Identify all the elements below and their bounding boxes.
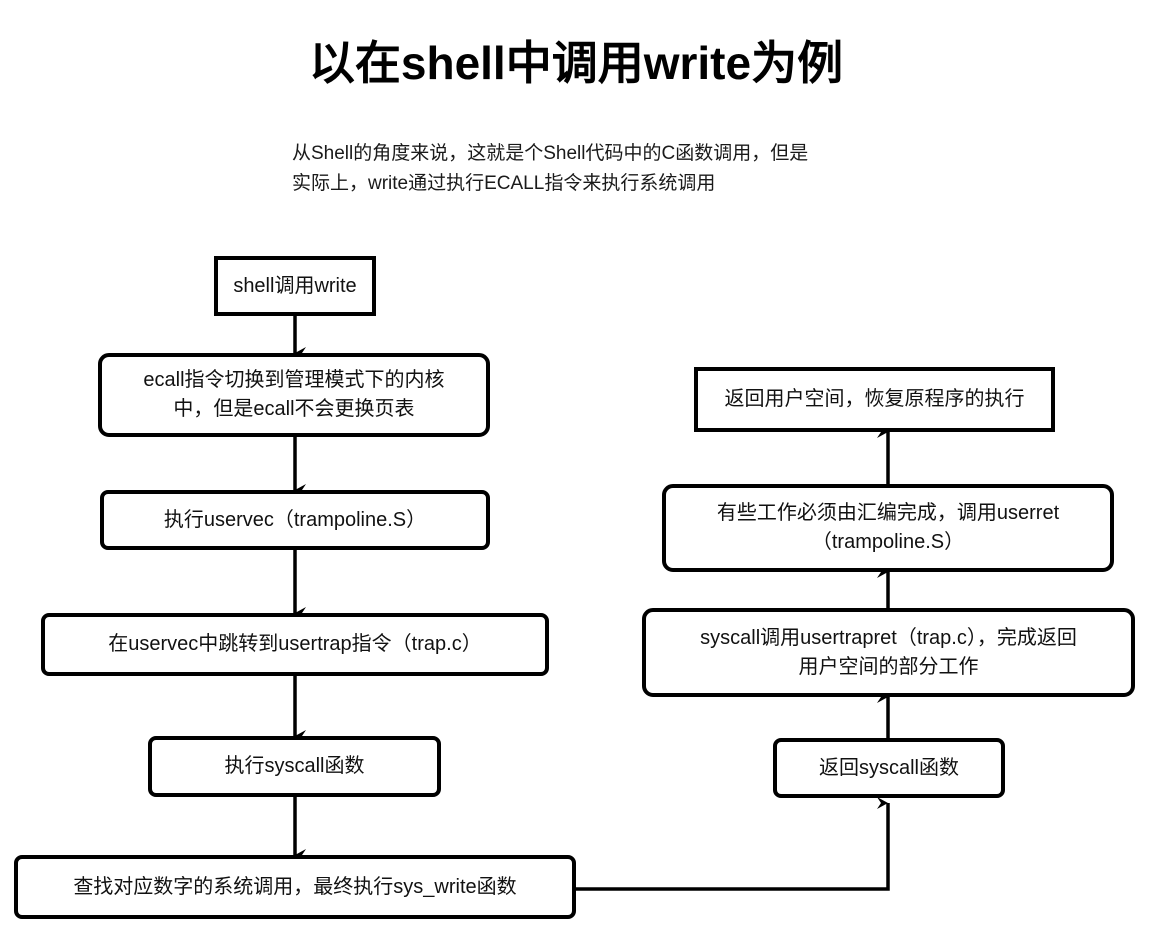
node-userret-assembly[interactable]: 有些工作必须由汇编完成，调用userret （trampoline.S） [662,484,1114,572]
node-uservec-jump-usertrap[interactable]: 在uservec中跳转到usertrap指令（trap.c） [41,613,549,676]
page-title: 以在shell中调用write为例 [308,37,844,89]
node-shell-call-write[interactable]: shell调用write [214,256,376,316]
node-syscall-usertrapret[interactable]: syscall调用usertrapret（trap.c），完成返回 用户空间的部… [642,608,1135,697]
page-subtitle: 从Shell的角度来说，这就是个Shell代码中的C函数调用，但是 实际上，wr… [292,143,809,194]
node-lookup-sys-write[interactable]: 查找对应数字的系统调用，最终执行sys_write函数 [14,855,576,919]
node-exec-uservec[interactable]: 执行uservec（trampoline.S） [100,490,490,550]
node-exec-syscall[interactable]: 执行syscall函数 [148,736,441,797]
node-return-syscall[interactable]: 返回syscall函数 [773,738,1005,798]
node-return-user-space[interactable]: 返回用户空间，恢复原程序的执行 [694,367,1055,432]
node-ecall-switch-kernel[interactable]: ecall指令切换到管理模式下的内核 中，但是ecall不会更换页表 [98,353,490,437]
edge-n6-n7 [575,797,890,891]
